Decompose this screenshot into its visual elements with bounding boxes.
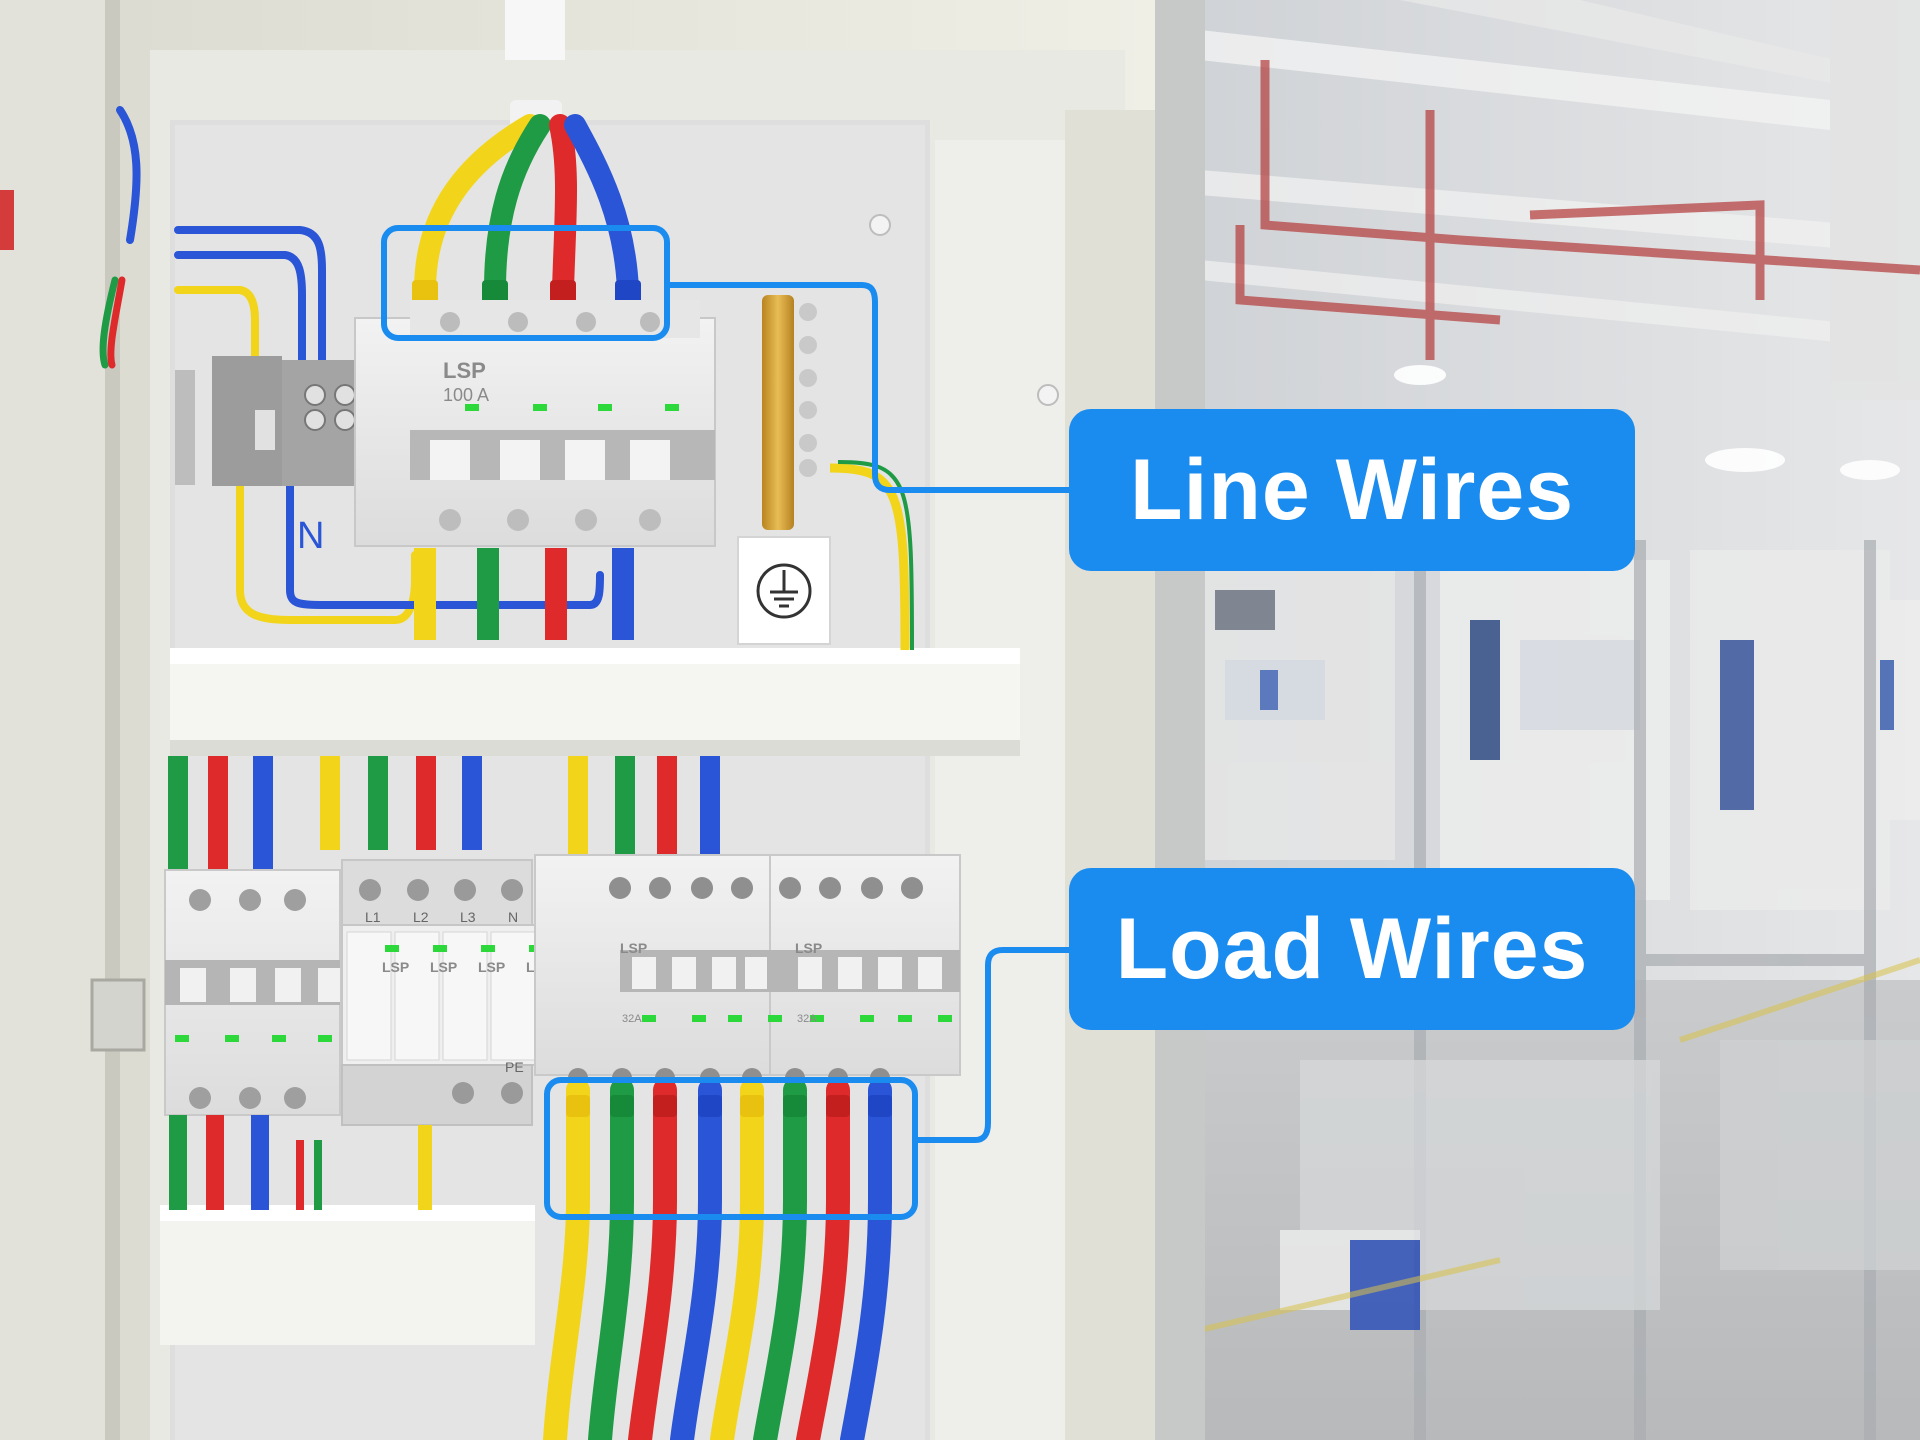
cable-duct-lower [160, 1205, 535, 1345]
load-wires-label-text: Load Wires [1115, 900, 1589, 997]
spd-brand-1: LSP [382, 959, 409, 975]
branch-breaker-rating-1: 32A [622, 1013, 642, 1025]
earth-ground-icon [737, 536, 831, 645]
line-wires-highlight [381, 225, 1072, 493]
cable-duct-upper [170, 648, 1020, 756]
spd-terminal-l3: L3 [460, 909, 476, 925]
main-breaker-brand: LSP [443, 358, 486, 383]
branch-breakers-32a [534, 854, 961, 1088]
load-wires [543, 1078, 892, 1440]
line-wires-label: Line Wires [1069, 409, 1635, 571]
earth-busbar [762, 295, 914, 651]
spd-terminal-l2: L2 [413, 909, 429, 925]
wall-edge [1150, 0, 1205, 1440]
neutral-terminal-block [175, 356, 367, 486]
branch-breaker-brand-2: LSP [795, 940, 822, 956]
spd-terminal-n: N [508, 909, 518, 925]
branch-breaker-rating-2: 32A [797, 1013, 817, 1025]
left-breaker-bank [164, 869, 341, 1116]
left-bank-outgoing-wires [169, 1115, 432, 1210]
neutral-marker: N [297, 515, 324, 557]
spd-earth-terminal: PE [505, 1059, 524, 1075]
spd-brand-3: LSP [478, 959, 505, 975]
surge-protection-device [341, 859, 563, 1126]
main-breaker-rating: 100 A [443, 385, 489, 405]
spd-terminal-l1: L1 [365, 909, 381, 925]
line-wires-label-text: Line Wires [1129, 441, 1575, 538]
load-wires-label: Load Wires [1069, 868, 1635, 1030]
incoming-line-wires [414, 114, 639, 301]
factory-background [1180, 0, 1920, 1440]
neutral-and-side-wires [99, 106, 604, 624]
distribution-wires [168, 756, 720, 870]
load-wires-highlight [544, 947, 1072, 1220]
branch-breaker-brand-1: LSP [620, 940, 647, 956]
main-breaker-outgoing-wires [414, 548, 634, 640]
main-breaker-100a [354, 300, 716, 547]
spd-brand-2: LSP [430, 959, 457, 975]
load-wire-ferrules [566, 1095, 892, 1117]
